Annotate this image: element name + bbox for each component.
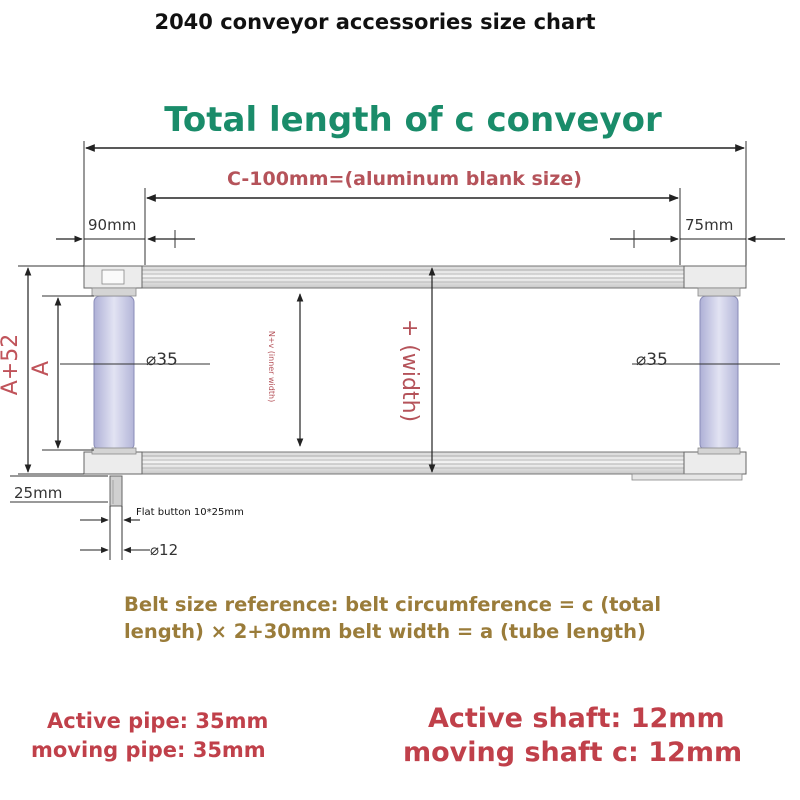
moving-shaft-note: moving shaft c: 12mm — [403, 737, 743, 768]
right-end-label: 75mm — [685, 216, 734, 234]
a-label: A — [29, 360, 55, 377]
headline-total-length: Total length of c conveyor — [164, 100, 662, 140]
left-diameter-label: ⌀35 — [146, 350, 178, 370]
right-roller — [697, 287, 741, 455]
active-shaft-note: Active shaft: 12mm — [428, 703, 725, 734]
active-pipe-note: Active pipe: 35mm — [47, 709, 269, 733]
left-roller — [91, 287, 137, 455]
height-dims — [18, 265, 94, 475]
drive-shaft — [10, 475, 150, 560]
top-rail — [83, 265, 747, 289]
aluminum-blank-label: C-100mm=(aluminum blank size) — [227, 168, 582, 190]
end-dims — [56, 230, 785, 248]
moving-pipe-note: moving pipe: 35mm — [31, 738, 266, 762]
page-title: 2040 conveyor accessories size chart — [154, 10, 596, 34]
total-length-dim — [83, 141, 747, 266]
bottom-rail — [83, 451, 747, 481]
shaft-diameter-label: ⌀12 — [150, 541, 179, 559]
flat-button-label: Flat button 10*25mm — [136, 507, 244, 518]
a-plus-52-label: A+52 — [0, 333, 24, 396]
shaft-length-label: 25mm — [14, 484, 63, 502]
left-end-label: 90mm — [88, 216, 137, 234]
inner-width-label: N+v (inner width) — [267, 330, 277, 403]
right-diameter-label: ⌀35 — [636, 350, 668, 370]
aluminum-blank-dim — [144, 188, 681, 265]
belt-size-note: Belt size reference: belt circumference … — [124, 593, 662, 643]
width-label: + (width) — [397, 318, 423, 423]
